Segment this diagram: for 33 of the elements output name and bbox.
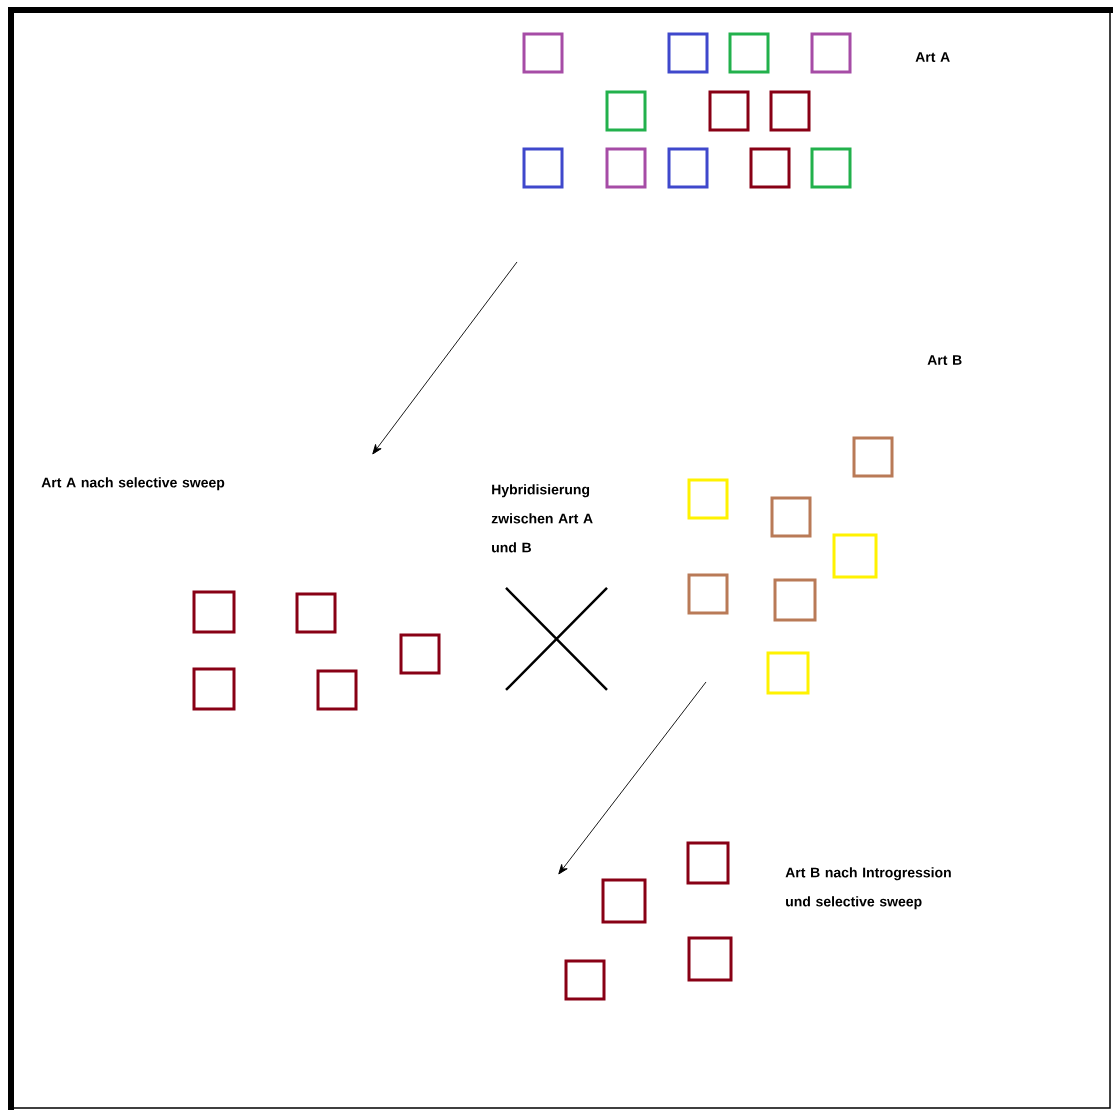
square — [687, 573, 729, 615]
square — [832, 533, 878, 579]
square — [769, 90, 811, 132]
square — [667, 32, 709, 74]
label: Art A — [915, 52, 950, 62]
square — [667, 147, 709, 189]
square — [192, 590, 236, 634]
square — [766, 651, 810, 695]
square — [605, 90, 647, 132]
square — [192, 667, 236, 711]
square — [687, 936, 733, 982]
label: Art A nach selective sweep — [41, 477, 225, 491]
label: Art B nach Introgression und selective sweep — [785, 867, 951, 910]
square — [316, 669, 358, 711]
label: Hybridisierung zwischen Art A und B — [491, 484, 593, 553]
square — [810, 32, 852, 74]
square — [852, 436, 894, 478]
square — [810, 147, 852, 189]
square — [749, 147, 791, 189]
square — [686, 841, 730, 885]
square — [295, 592, 337, 634]
square — [773, 578, 817, 622]
label: Art B — [927, 355, 962, 365]
square — [708, 90, 750, 132]
square — [522, 32, 564, 74]
square — [564, 959, 606, 1001]
square — [522, 147, 564, 189]
square — [728, 32, 770, 74]
square — [687, 478, 729, 520]
square — [601, 878, 647, 924]
square — [605, 147, 647, 189]
square — [770, 496, 812, 538]
square — [399, 633, 441, 675]
